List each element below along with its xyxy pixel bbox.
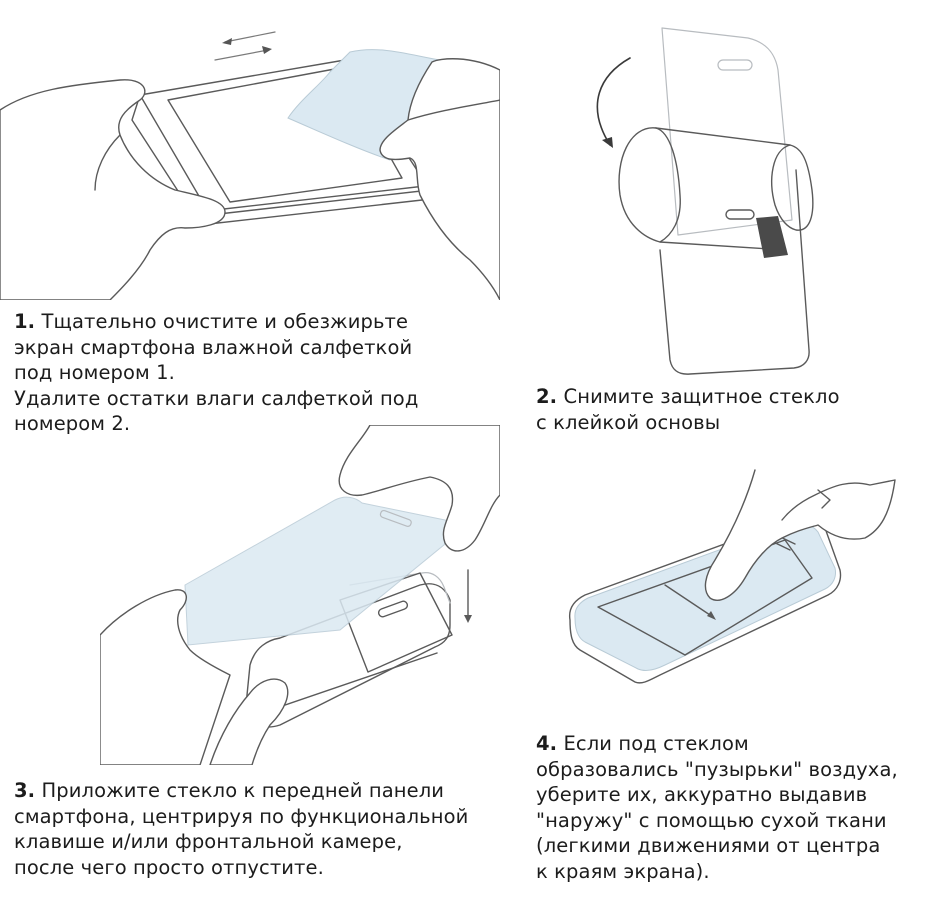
step-3-line-4: после чего просто отпустите. (14, 855, 324, 879)
peel-film-drawing (596, 27, 814, 375)
step-1-line-3: под номером 1. (14, 361, 175, 384)
step-1-caption: 1. Тщательно очистите и обезжирьте экран… (14, 309, 418, 437)
down-arrow-icon (464, 569, 472, 623)
step-2-line-2: с клейкой основы (536, 410, 721, 434)
step-3-line-1: 3. Приложите стекло к передней панели (14, 778, 468, 804)
step-1-line-2: экран смартфона влажной салфеткой (14, 335, 413, 359)
step-3-text-1: Приложите стекло к передней панели (41, 779, 445, 802)
step-3-caption: 3. Приложите стекло к передней панели см… (14, 778, 468, 880)
place-glass-drawing (100, 425, 500, 765)
wiping-screen-drawing (0, 31, 500, 300)
step-4-line-1: 4. Если под стеклом (536, 731, 898, 757)
step-3-number: 3. (14, 779, 36, 802)
backing-tab (756, 216, 788, 258)
step-1-line-4: Удалите остатки влаги салфеткой под (14, 386, 419, 410)
step-1-illustration (0, 0, 500, 300)
press-bubbles-drawing (568, 469, 896, 684)
step-3-line-2: смартфона, центрируя по функциональной (14, 804, 469, 828)
back-and-forth-arrows-icon (214, 31, 276, 61)
step-4-number: 4. (536, 732, 558, 755)
step-4-line-4: "наружу" с помощью сухой ткани (536, 808, 887, 832)
step-4-line-3: уберите их, аккуратно выдавив (536, 783, 868, 806)
step-1-line-1: 1. Тщательно очистите и обезжирьте (14, 309, 418, 335)
step-3-illustration (100, 425, 500, 765)
curved-arrow-icon (596, 57, 631, 148)
step-2-line-1: 2. Снимите защитное стекло (536, 384, 840, 410)
step-4-text-1: Если под стеклом (563, 732, 749, 755)
step-2-number: 2. (536, 385, 558, 408)
step-1-line-5: номером 2. (14, 412, 131, 435)
swipe-arrow-icon (664, 584, 716, 620)
step-4-illustration (550, 460, 920, 710)
step-3-line-3: клавише и/или фронтальной камере, (14, 830, 403, 853)
step-2-text-1: Снимите защитное стекло (563, 385, 840, 408)
step-2-caption: 2. Снимите защитное стекло с клейкой осн… (536, 384, 840, 435)
step-4-line-6: к краям экрана). (536, 859, 710, 883)
step-4-line-2: образовались "пузырьки" воздуха, (536, 757, 898, 781)
step-4-caption: 4. Если под стеклом образовались "пузырь… (536, 731, 898, 884)
step-1-text-1: Тщательно очистите и обезжирьте (41, 310, 409, 333)
step-4-line-5: (легкими движениями от центра (536, 834, 881, 857)
step-2-illustration (560, 20, 860, 380)
step-1-number: 1. (14, 310, 36, 333)
